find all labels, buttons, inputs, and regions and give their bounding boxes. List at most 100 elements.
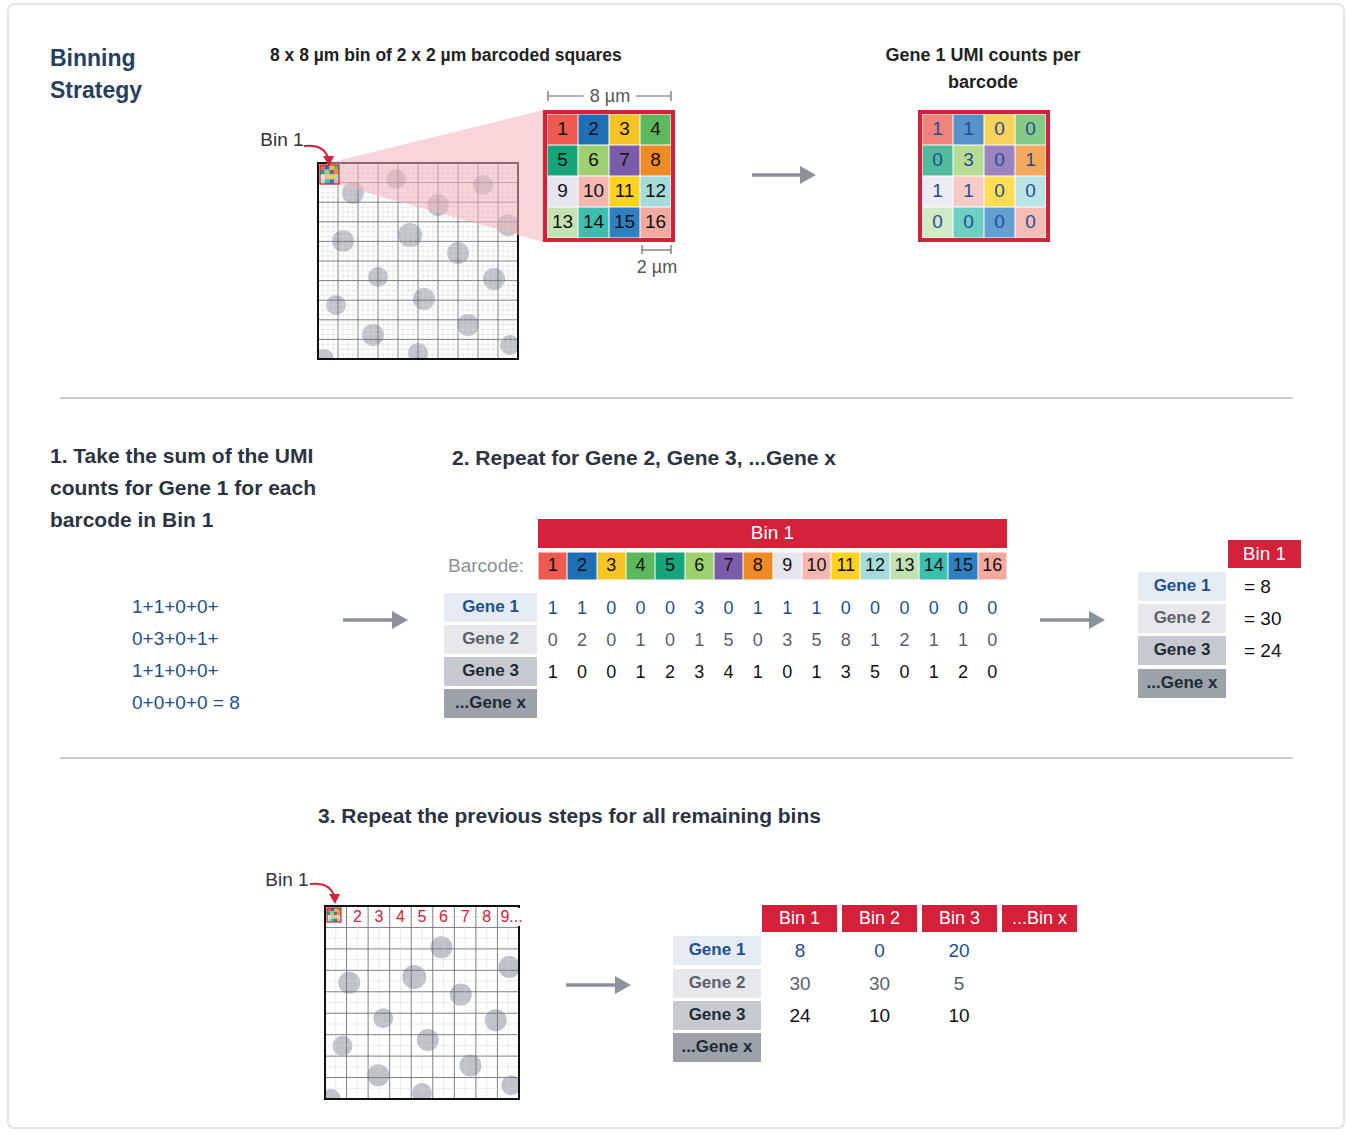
header-text: Bin 1 — [751, 523, 794, 544]
umi-count: 0 — [994, 119, 1005, 140]
barcode-cell: 2 — [567, 552, 596, 580]
barcode-cell: 9 — [773, 552, 802, 580]
gene-name: Gene 3 — [1154, 641, 1211, 660]
mini-barcode — [325, 179, 330, 184]
umi-count: 0 — [963, 212, 974, 233]
umi-cell: 0 — [984, 114, 1015, 145]
barcode-number: 2 — [577, 556, 587, 576]
table-header: Bin 1 — [1228, 540, 1301, 568]
barcode-cell: 8 — [743, 552, 772, 580]
gene-label: Gene 1 — [673, 936, 761, 965]
zoom-funnel — [320, 110, 543, 242]
bin-sum: = 30 — [1244, 608, 1282, 630]
barcode-cell: 9 — [547, 176, 578, 207]
umi-count: 3 — [782, 630, 792, 651]
grid-line — [325, 1034, 519, 1035]
mini-barcode — [331, 915, 335, 919]
barcode-number: 3 — [606, 556, 616, 576]
panel-heading: Gene 1 UMI counts per barcode — [863, 42, 1103, 96]
umi-count: 0 — [724, 598, 734, 619]
umi-cell: 1 — [922, 176, 953, 207]
umi-count: 0 — [1025, 119, 1036, 140]
umi-cell: 1 — [922, 114, 953, 145]
umi-count: 0 — [636, 598, 646, 619]
dimension-label: 8 µm — [584, 86, 636, 107]
bin-number: 5 — [418, 908, 427, 926]
umi-count: 0 — [1025, 181, 1036, 202]
barcode-cell: 8 — [640, 145, 671, 176]
step-heading: 2. Repeat for Gene 2, Gene 3, ...Gene x — [452, 442, 836, 474]
barcode-number: 4 — [636, 556, 646, 576]
barcode-cell: 14 — [578, 207, 609, 238]
barcode-cell: 7 — [714, 552, 743, 580]
gene-name: ...Gene x — [682, 1038, 753, 1057]
barcode-cell: 1 — [547, 114, 578, 145]
bin-count: 10 — [948, 1005, 969, 1027]
arrow-head — [329, 894, 340, 904]
grid-line — [325, 1056, 519, 1057]
umi-count: 1 — [636, 630, 646, 651]
nucleus — [338, 972, 360, 994]
barcode-cell: 5 — [547, 145, 578, 176]
umi-count: 5 — [811, 630, 821, 651]
umi-cell: 1 — [953, 176, 984, 207]
barcode-cell: 6 — [685, 552, 714, 580]
row-label: Barcode: — [448, 555, 524, 577]
umi-count: 0 — [753, 630, 763, 651]
bin-number: 7 — [461, 908, 470, 926]
umi-count: 1 — [929, 662, 939, 683]
umi-count: 0 — [987, 662, 997, 683]
barcode-cell: 6 — [578, 145, 609, 176]
umi-count: 2 — [577, 630, 587, 651]
umi-cell: 1 — [953, 114, 984, 145]
grid-line — [318, 334, 518, 335]
barcode-number: 6 — [588, 150, 599, 171]
umi-count: 1 — [577, 598, 587, 619]
barcode-cell: 13 — [547, 207, 578, 238]
umi-count: 1 — [963, 181, 974, 202]
grid-line — [325, 1045, 519, 1046]
nucleus — [501, 1075, 519, 1095]
bin-number: 8 — [482, 908, 491, 926]
header-text: Bin 1 — [1243, 544, 1286, 565]
barcode-number: 3 — [619, 119, 630, 140]
umi-count: 2 — [665, 662, 675, 683]
gene-name: Gene 2 — [689, 974, 746, 993]
umi-cell: 0 — [984, 145, 1015, 176]
umi-count: 1 — [548, 598, 558, 619]
mini-border — [327, 908, 341, 922]
gene-label: Gene 3 — [1138, 636, 1226, 665]
bin-count: 30 — [869, 973, 890, 995]
grid-line — [475, 906, 476, 1099]
umi-cell: 0 — [922, 145, 953, 176]
umi-count: 1 — [811, 598, 821, 619]
gene-name: Gene 3 — [462, 662, 519, 681]
barcode-cell: 4 — [626, 552, 655, 580]
bin-number: 3 — [374, 908, 383, 926]
barcode-number: 12 — [645, 181, 666, 202]
section-title: Binning Strategy — [50, 42, 170, 106]
arrow-head — [323, 156, 334, 166]
barcode-number: 10 — [806, 556, 826, 576]
umi-count: 0 — [606, 630, 616, 651]
mini-barcode — [334, 179, 339, 184]
barcode-cell: 1 — [538, 552, 567, 580]
nucleus — [417, 1029, 439, 1051]
gene-label: Gene 2 — [1138, 604, 1226, 633]
barcode-number: 9 — [782, 556, 792, 576]
umi-count: 0 — [665, 630, 675, 651]
barcode-number: 8 — [753, 556, 763, 576]
mini-barcode — [320, 179, 325, 184]
nucleus — [402, 965, 426, 989]
bin-count: 20 — [948, 940, 969, 962]
grid-line — [325, 1002, 519, 1003]
umi-cell: 0 — [984, 207, 1015, 238]
umi-cell: 0 — [922, 207, 953, 238]
mini-barcode — [334, 170, 339, 175]
gene-label: ...Gene x — [444, 689, 537, 718]
header-text: Bin 2 — [859, 909, 900, 929]
mini-barcode — [325, 170, 330, 175]
umi-count: 1 — [636, 662, 646, 683]
step-heading: 1. Take the sum of the UMI counts for Ge… — [50, 440, 350, 536]
table-header: Bin 2 — [842, 905, 917, 932]
